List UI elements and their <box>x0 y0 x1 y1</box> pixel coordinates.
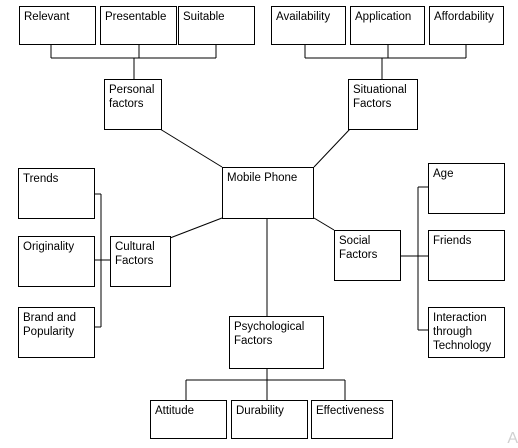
item-label: Trends <box>23 173 59 185</box>
situational-item-availability: Availability <box>271 6 346 45</box>
situational-factors-node: Situational Factors <box>348 79 418 130</box>
psychological-item-effectiveness: Effectiveness <box>311 400 393 439</box>
item-label-line: Brand and <box>23 312 77 324</box>
personal-factors-node: Personal factors <box>104 79 162 130</box>
mobile-phone-label: Mobile Phone <box>227 172 298 184</box>
personal-item-relevant: Relevant <box>19 6 96 45</box>
group-label-line: Factors <box>115 255 154 267</box>
psychological-factors-node: Psychological Factors <box>229 316 324 369</box>
item-label: Application <box>355 11 412 23</box>
personal-item-suitable: Suitable <box>178 6 255 45</box>
connector <box>169 217 223 239</box>
situational-item-application: Application <box>350 6 425 45</box>
group-label-line: Social <box>339 235 371 247</box>
item-label: Presentable <box>105 11 167 23</box>
social-item-age: Age <box>428 163 505 214</box>
item-label: Friends <box>433 235 472 247</box>
cultural-item-brand-popularity: Brand and Popularity <box>18 307 95 358</box>
item-label: Durability <box>236 405 284 417</box>
watermark: A <box>507 430 518 447</box>
group-label-line: Psychological <box>234 321 305 333</box>
cultural-factors-node: Cultural Factors <box>110 236 171 287</box>
situational-item-affordability: Affordability <box>429 6 504 45</box>
personal-item-presentable: Presentable <box>100 6 177 45</box>
social-item-interaction-technology: Interaction through Technology <box>428 307 505 358</box>
group-label-line: Factors <box>234 335 273 347</box>
connector <box>313 128 351 168</box>
item-label-line: Technology <box>433 340 492 352</box>
cultural-item-trends: Trends <box>18 168 95 219</box>
item-label: Originality <box>23 241 75 253</box>
item-label: Age <box>433 168 454 180</box>
psychological-item-durability: Durability <box>231 400 308 439</box>
group-label-line: Personal <box>109 84 155 96</box>
group-label-line: Factors <box>339 249 378 261</box>
group-label-line: Cultural <box>115 241 155 253</box>
psychological-item-attitude: Attitude <box>150 400 227 439</box>
item-label: Attitude <box>155 405 194 417</box>
cultural-item-originality: Originality <box>18 236 95 287</box>
item-label-line: Popularity <box>23 326 75 338</box>
item-label: Relevant <box>24 11 70 23</box>
social-factors-node: Social Factors <box>334 230 401 281</box>
item-label: Availability <box>276 11 331 23</box>
item-label: Effectiveness <box>316 405 385 417</box>
connector <box>313 217 335 231</box>
item-label: Affordability <box>434 11 494 23</box>
item-label-line: Interaction <box>433 312 487 324</box>
connector <box>159 128 223 168</box>
mobile-phone-node: Mobile Phone <box>222 167 314 219</box>
group-label-line: Situational <box>353 84 407 96</box>
group-label-line: factors <box>109 98 144 110</box>
item-label-line: through <box>433 326 473 338</box>
social-item-friends: Friends <box>428 230 505 281</box>
group-label-line: Factors <box>353 98 392 110</box>
item-label: Suitable <box>183 11 225 23</box>
